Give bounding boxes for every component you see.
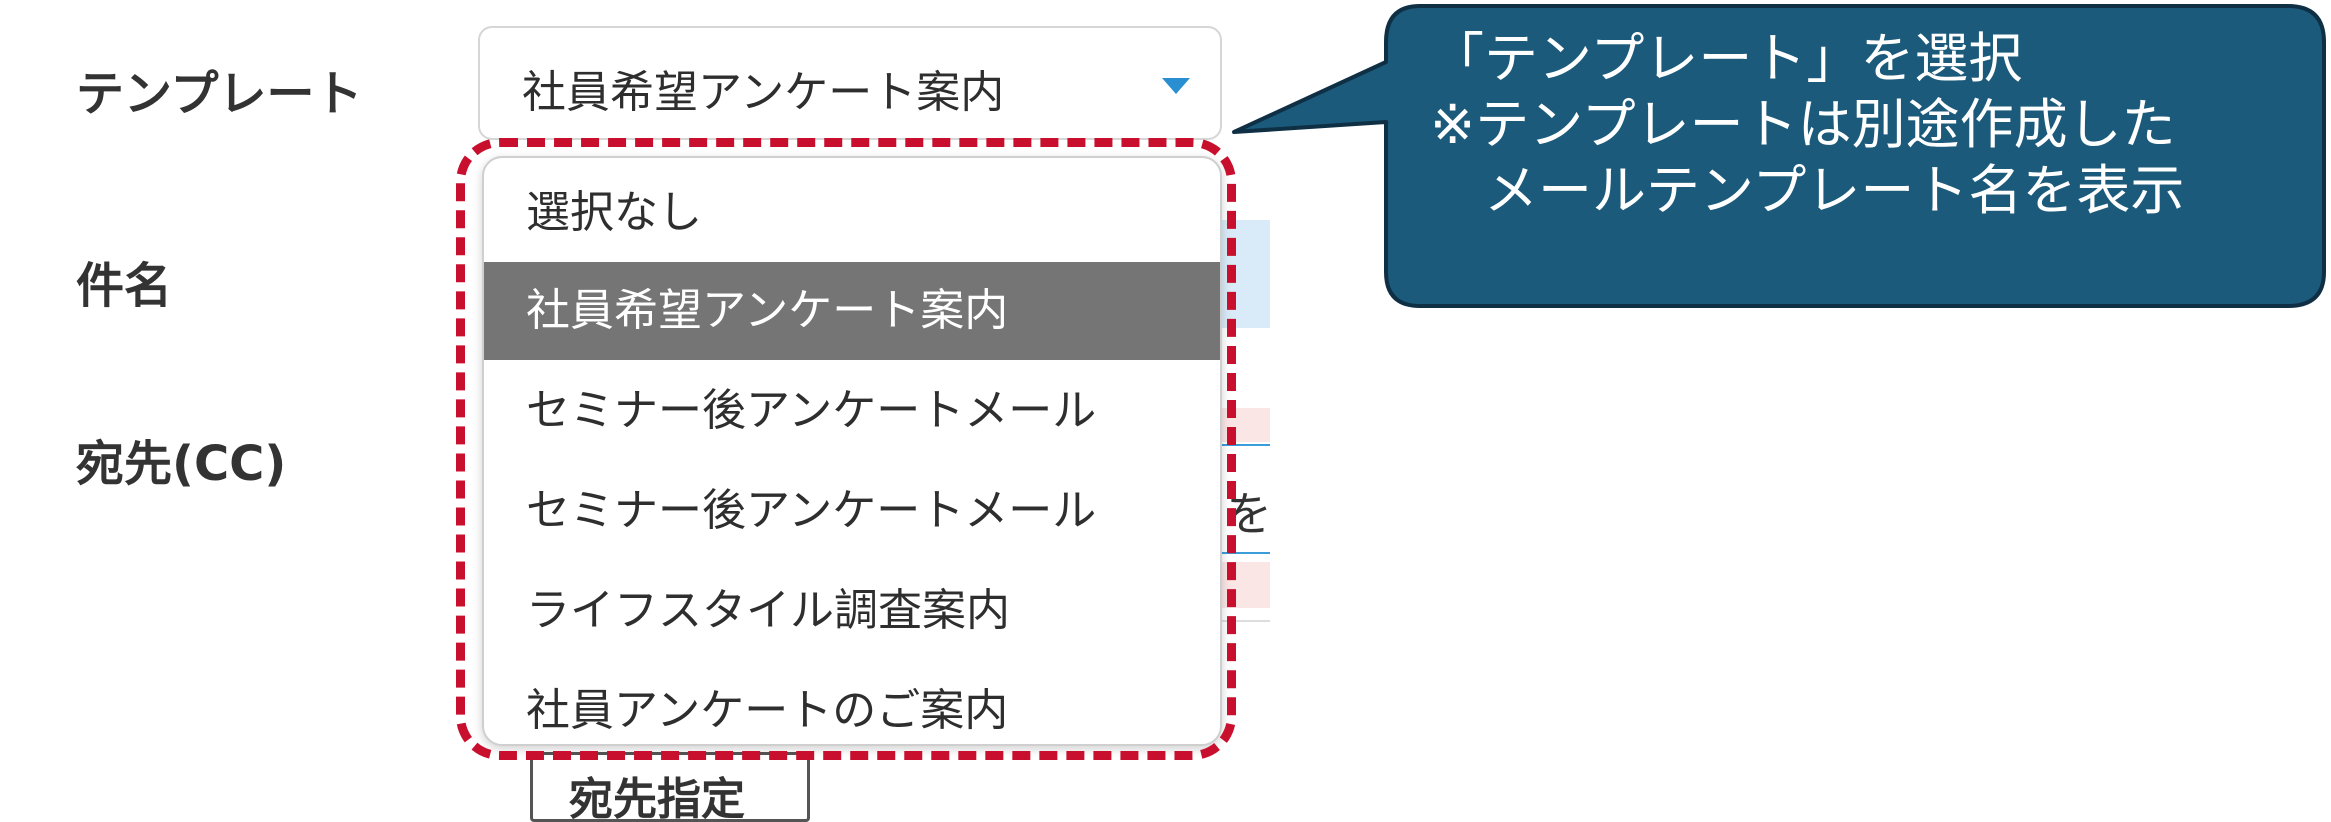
template-label: テンプレート xyxy=(76,66,363,122)
dropdown-option-selected[interactable]: 社員希望アンケート案内 xyxy=(484,262,1220,360)
caret-down-icon[interactable] xyxy=(1162,78,1190,94)
mail-settings-form: テンプレート 件名 宛先(CC) を 宛先指定 社員希望アンケート案内 選択なし… xyxy=(76,26,1272,822)
callout-line: メールテンプレート名を表示 xyxy=(1430,159,2185,222)
template-select[interactable]: 社員希望アンケート案内 xyxy=(478,26,1222,140)
subject-label: 件名 xyxy=(76,258,173,314)
callout-line: ※テンプレートは別途作成した xyxy=(1430,93,2176,156)
callout-bubble xyxy=(1232,4,2326,308)
template-select-value: 社員希望アンケート案内 xyxy=(522,67,1005,118)
template-dropdown-menu: 選択なし 社員希望アンケート案内 セミナー後アンケートメール セミナー後アンケー… xyxy=(482,156,1222,746)
dropdown-option[interactable]: 社員アンケートのご案内 xyxy=(526,685,1009,736)
cc-label: 宛先(CC) xyxy=(76,436,287,492)
dropdown-option[interactable]: セミナー後アンケートメール xyxy=(526,485,1097,536)
dropdown-option[interactable]: 選択なし xyxy=(526,187,702,238)
callout-line: 「テンプレート」を選択 xyxy=(1430,27,2023,90)
dropdown-option[interactable]: セミナー後アンケートメール xyxy=(526,385,1097,436)
divider xyxy=(1210,620,1270,622)
dropdown-option[interactable]: ライフスタイル調査案内 xyxy=(526,585,1010,636)
callout-text: 「テンプレート」を選択※テンプレートは別途作成した メールテンプレート名を表示 xyxy=(1430,26,2184,224)
